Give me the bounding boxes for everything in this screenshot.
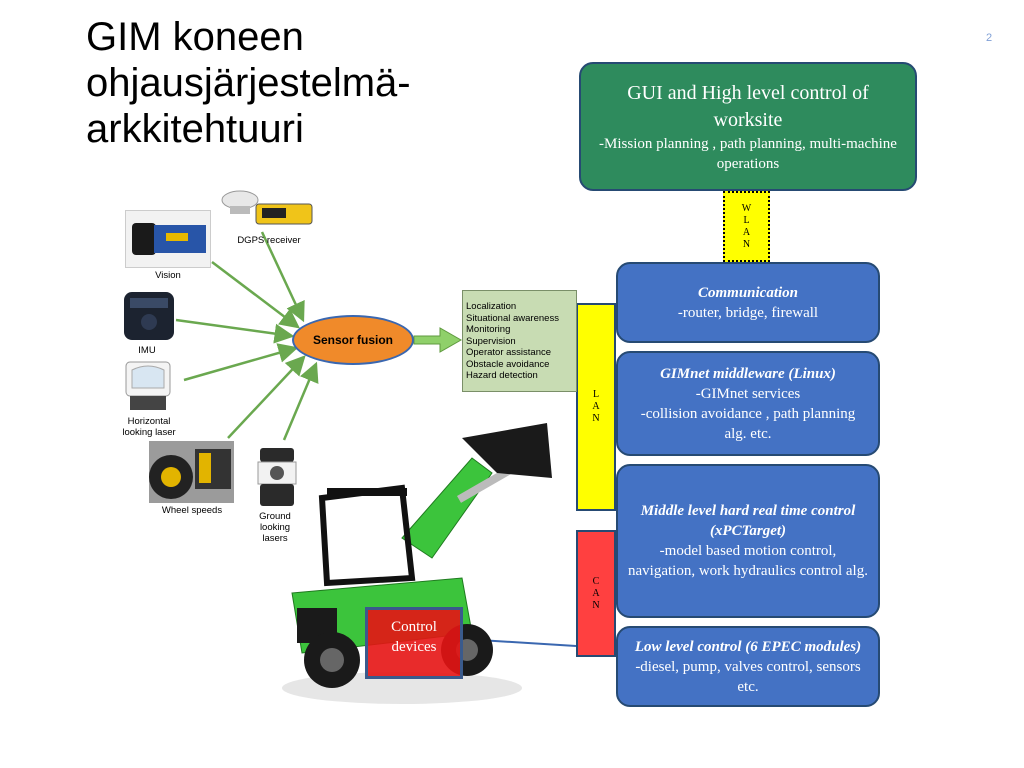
communication-layer-box: Communication -router, bridge, firewall <box>616 262 880 343</box>
gui-box-title: GUI and High level control of worksite <box>627 81 869 131</box>
lan-letter: N <box>592 413 600 424</box>
wlan-link: W L A N <box>723 191 770 262</box>
lan-letter: L <box>592 389 600 400</box>
arrow-laser <box>183 343 299 382</box>
arrow-ground <box>282 361 319 441</box>
gui-box-desc: -Mission planning , path planning, multi… <box>599 135 897 172</box>
function-item: Obstacle avoidance <box>466 358 550 370</box>
vision-label: Vision <box>155 270 181 281</box>
layer-desc: -diesel, pump, valves control, sensors e… <box>635 658 861 695</box>
title-line-3: arkkitehtuuri <box>86 107 304 151</box>
imu-sensor-icon <box>122 290 176 342</box>
arrow-fusion-to-functions <box>413 327 463 353</box>
layer-desc: -model based motion control, navigation,… <box>628 543 868 579</box>
layer-title: Low level control (6 EPEC modules) <box>634 638 862 655</box>
title-line-2: ohjausjärjestelmä- <box>86 61 411 105</box>
arrow-vision <box>211 261 300 329</box>
function-item: Supervision <box>466 335 516 347</box>
middle-level-control-layer-box: Middle level hard real time control (xPC… <box>616 464 880 618</box>
imu-label: IMU <box>138 345 156 356</box>
arrow-dgps <box>260 231 305 323</box>
dgps-receiver-label: DGPS receiver <box>237 235 301 246</box>
can-letter: N <box>592 599 600 611</box>
wlan-letter: W <box>741 202 752 214</box>
horizontal-laser-icon <box>122 360 174 412</box>
can-bus: C A N <box>576 530 616 657</box>
horizontal-laser-label: Horizontal looking laser <box>122 416 176 438</box>
wlan-letter: A <box>742 226 751 238</box>
sensor-fusion-node: Sensor fusion <box>292 315 414 365</box>
layer-title: GIMnet middleware (Linux) <box>660 365 836 382</box>
dgps-receiver-icon <box>221 190 313 225</box>
gimnet-middleware-layer-box: GIMnet middleware (Linux) -GIMnet servic… <box>616 351 880 456</box>
gui-high-level-control-box: GUI and High level control of worksite -… <box>579 62 917 191</box>
wheel-speeds-icon <box>149 441 234 503</box>
wlan-letter: N <box>742 238 751 250</box>
function-item: Situational awareness <box>466 312 559 324</box>
can-letter: A <box>592 587 600 599</box>
wheel-speeds-label: Wheel speeds <box>161 505 223 516</box>
ground-lasers-label: Ground looking lasers <box>259 511 291 544</box>
page-number: 2 <box>986 32 993 44</box>
layer-title: Communication <box>697 284 799 301</box>
layer-title: Middle level hard real time control (xPC… <box>640 503 856 539</box>
page-title: GIM koneen ohjausjärjestelmä- arkkitehtu… <box>86 14 486 152</box>
function-item: Localization <box>466 301 517 312</box>
arrow-imu <box>175 318 295 344</box>
function-item: Monitoring <box>466 324 511 335</box>
wlan-letter: L <box>743 214 750 226</box>
lan-letter: A <box>592 401 600 412</box>
control-devices-box: Control devices <box>365 607 463 679</box>
lan-bus: L A N <box>576 303 616 511</box>
title-line-1: GIM koneen <box>86 15 304 59</box>
arrow-wheel <box>227 355 306 439</box>
layer-desc: -router, bridge, firewall <box>677 304 819 321</box>
sensor-functions-box: Localization Situational awareness Monit… <box>462 290 577 392</box>
layer-desc: -GIMnet services -collision avoidance , … <box>640 385 856 442</box>
vision-camera-icon <box>125 210 211 268</box>
low-level-control-layer-box: Low level control (6 EPEC modules) -dies… <box>616 626 880 707</box>
function-item: Hazard detection <box>466 370 538 381</box>
can-letter: C <box>592 575 600 587</box>
ground-laser-icon <box>254 446 300 508</box>
function-item: Operator assistance <box>466 347 552 358</box>
